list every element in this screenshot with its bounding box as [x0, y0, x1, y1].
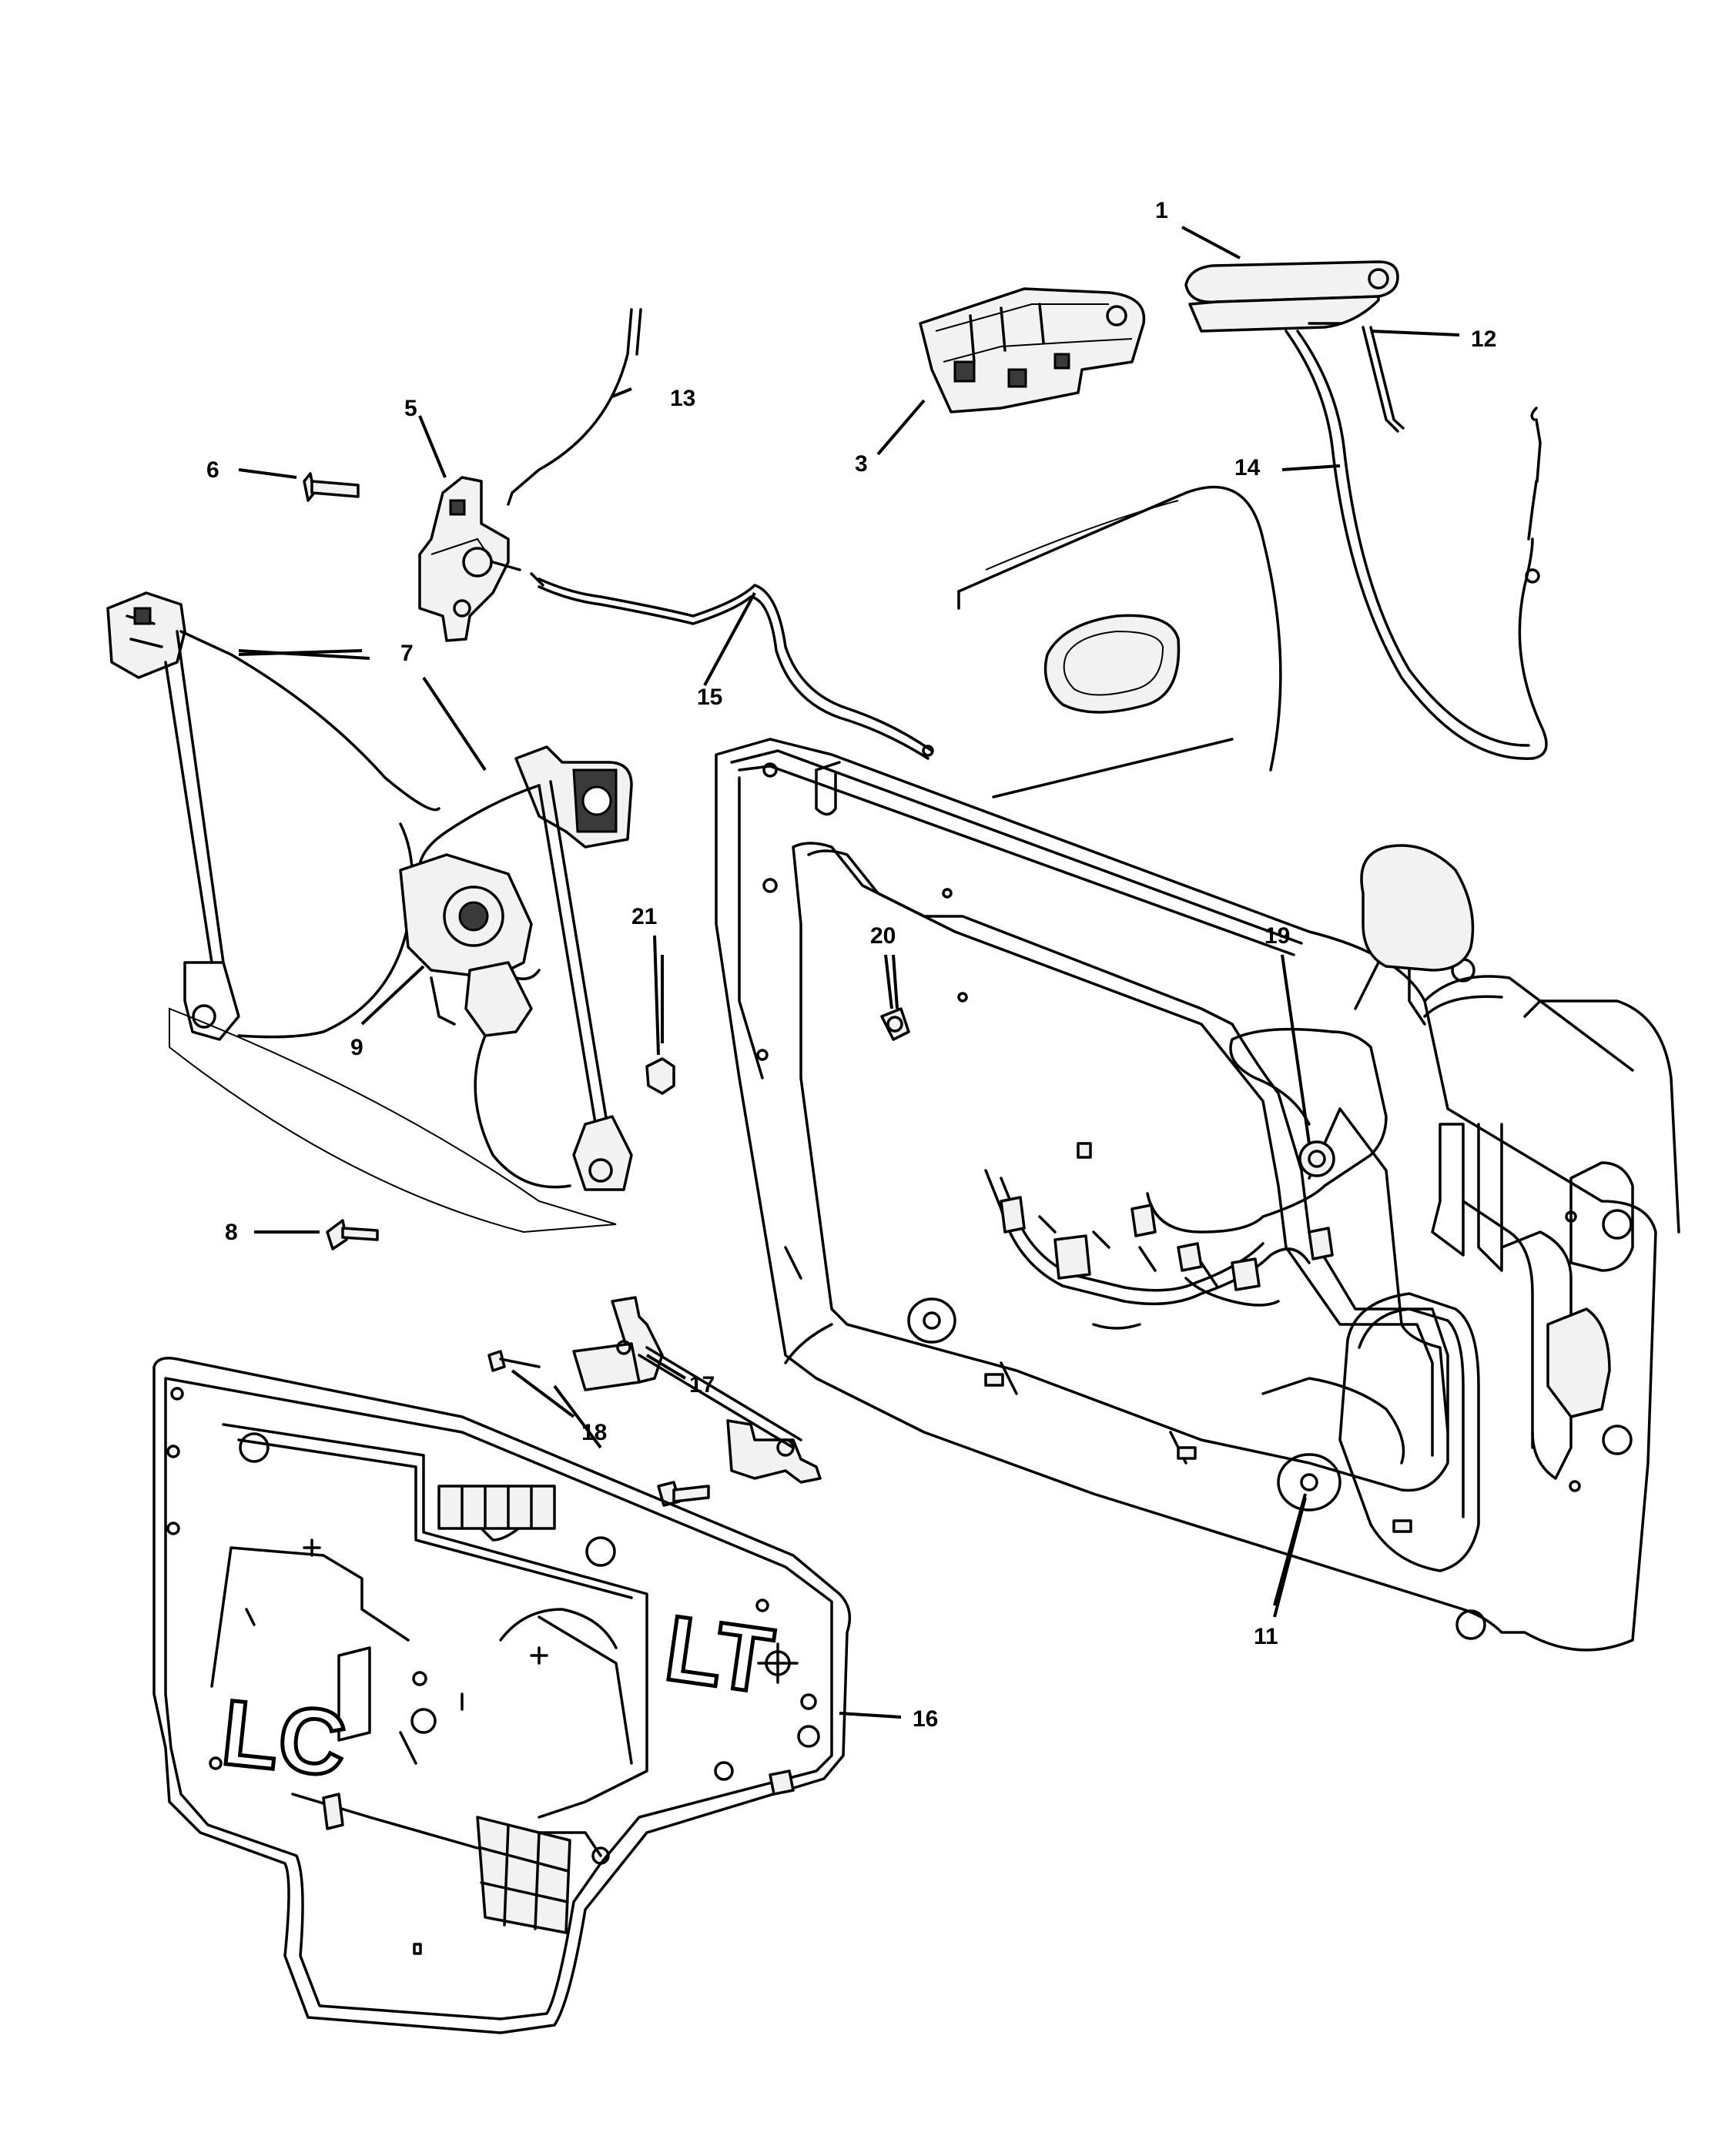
leader-21 [653, 935, 660, 1056]
panel-stamp-lt: LT [659, 1596, 779, 1713]
check-strap-screws [487, 1350, 710, 1507]
callout-18: 18 [581, 1420, 607, 1445]
grommet-19 [1298, 1140, 1335, 1177]
outside-mirror [1354, 844, 1475, 1026]
door-water-shield-icon: LC LT [152, 1357, 852, 2034]
callout-16: 16 [913, 1706, 938, 1732]
callout-3: 3 [855, 451, 868, 477]
regulator-bolt [326, 1219, 379, 1250]
callout-1: 1 [1155, 198, 1168, 223]
callout-labels: 1 3 5 6 7 8 9 11 12 13 14 15 16 17 18 19… [206, 198, 1496, 1732]
door-outside-handle-icon [1184, 260, 1399, 333]
handle-reinforcement-bracket-icon [919, 287, 1146, 413]
leader-11 [1273, 1497, 1307, 1618]
door-latch-icon [418, 476, 521, 642]
callout-8: 8 [225, 1220, 238, 1245]
door-outer-skin [957, 485, 1282, 798]
window-regulator-icon [106, 591, 440, 1041]
outside-handle-cable [1285, 330, 1548, 760]
door-check-strap-icon [572, 1296, 822, 1484]
wiring-harness [984, 1027, 1388, 1330]
callout-9: 9 [350, 1035, 363, 1060]
handle-rod [1362, 326, 1405, 433]
leader-lines [238, 226, 1460, 1719]
tiny-tab [1077, 1142, 1092, 1159]
callout-7: 7 [400, 641, 414, 666]
callout-19: 19 [1264, 923, 1290, 949]
leader-20 [884, 954, 893, 1009]
callout-17: 17 [689, 1372, 715, 1398]
door-inner-panel-icon [715, 738, 1680, 1652]
callout-11: 11 [1254, 1624, 1278, 1649]
callout-5: 5 [404, 396, 417, 421]
callout-14: 14 [1234, 455, 1261, 480]
callout-13: 13 [670, 386, 695, 411]
latch-screw [303, 472, 360, 502]
inside-handle-cable [530, 572, 934, 760]
panel-stamp-lc: LC [217, 1681, 350, 1796]
clip-21 [645, 1057, 675, 1095]
callout-12: 12 [1471, 326, 1496, 352]
callout-6: 6 [206, 457, 219, 483]
clip-20 [880, 1007, 910, 1041]
latch-rod [507, 308, 642, 506]
window-motor-icon [399, 853, 571, 1189]
callout-15: 15 [697, 685, 722, 710]
callout-20: 20 [870, 923, 896, 949]
regulator-outline [169, 1007, 617, 1234]
callout-21: 21 [631, 904, 657, 929]
leader-7a [238, 649, 370, 660]
